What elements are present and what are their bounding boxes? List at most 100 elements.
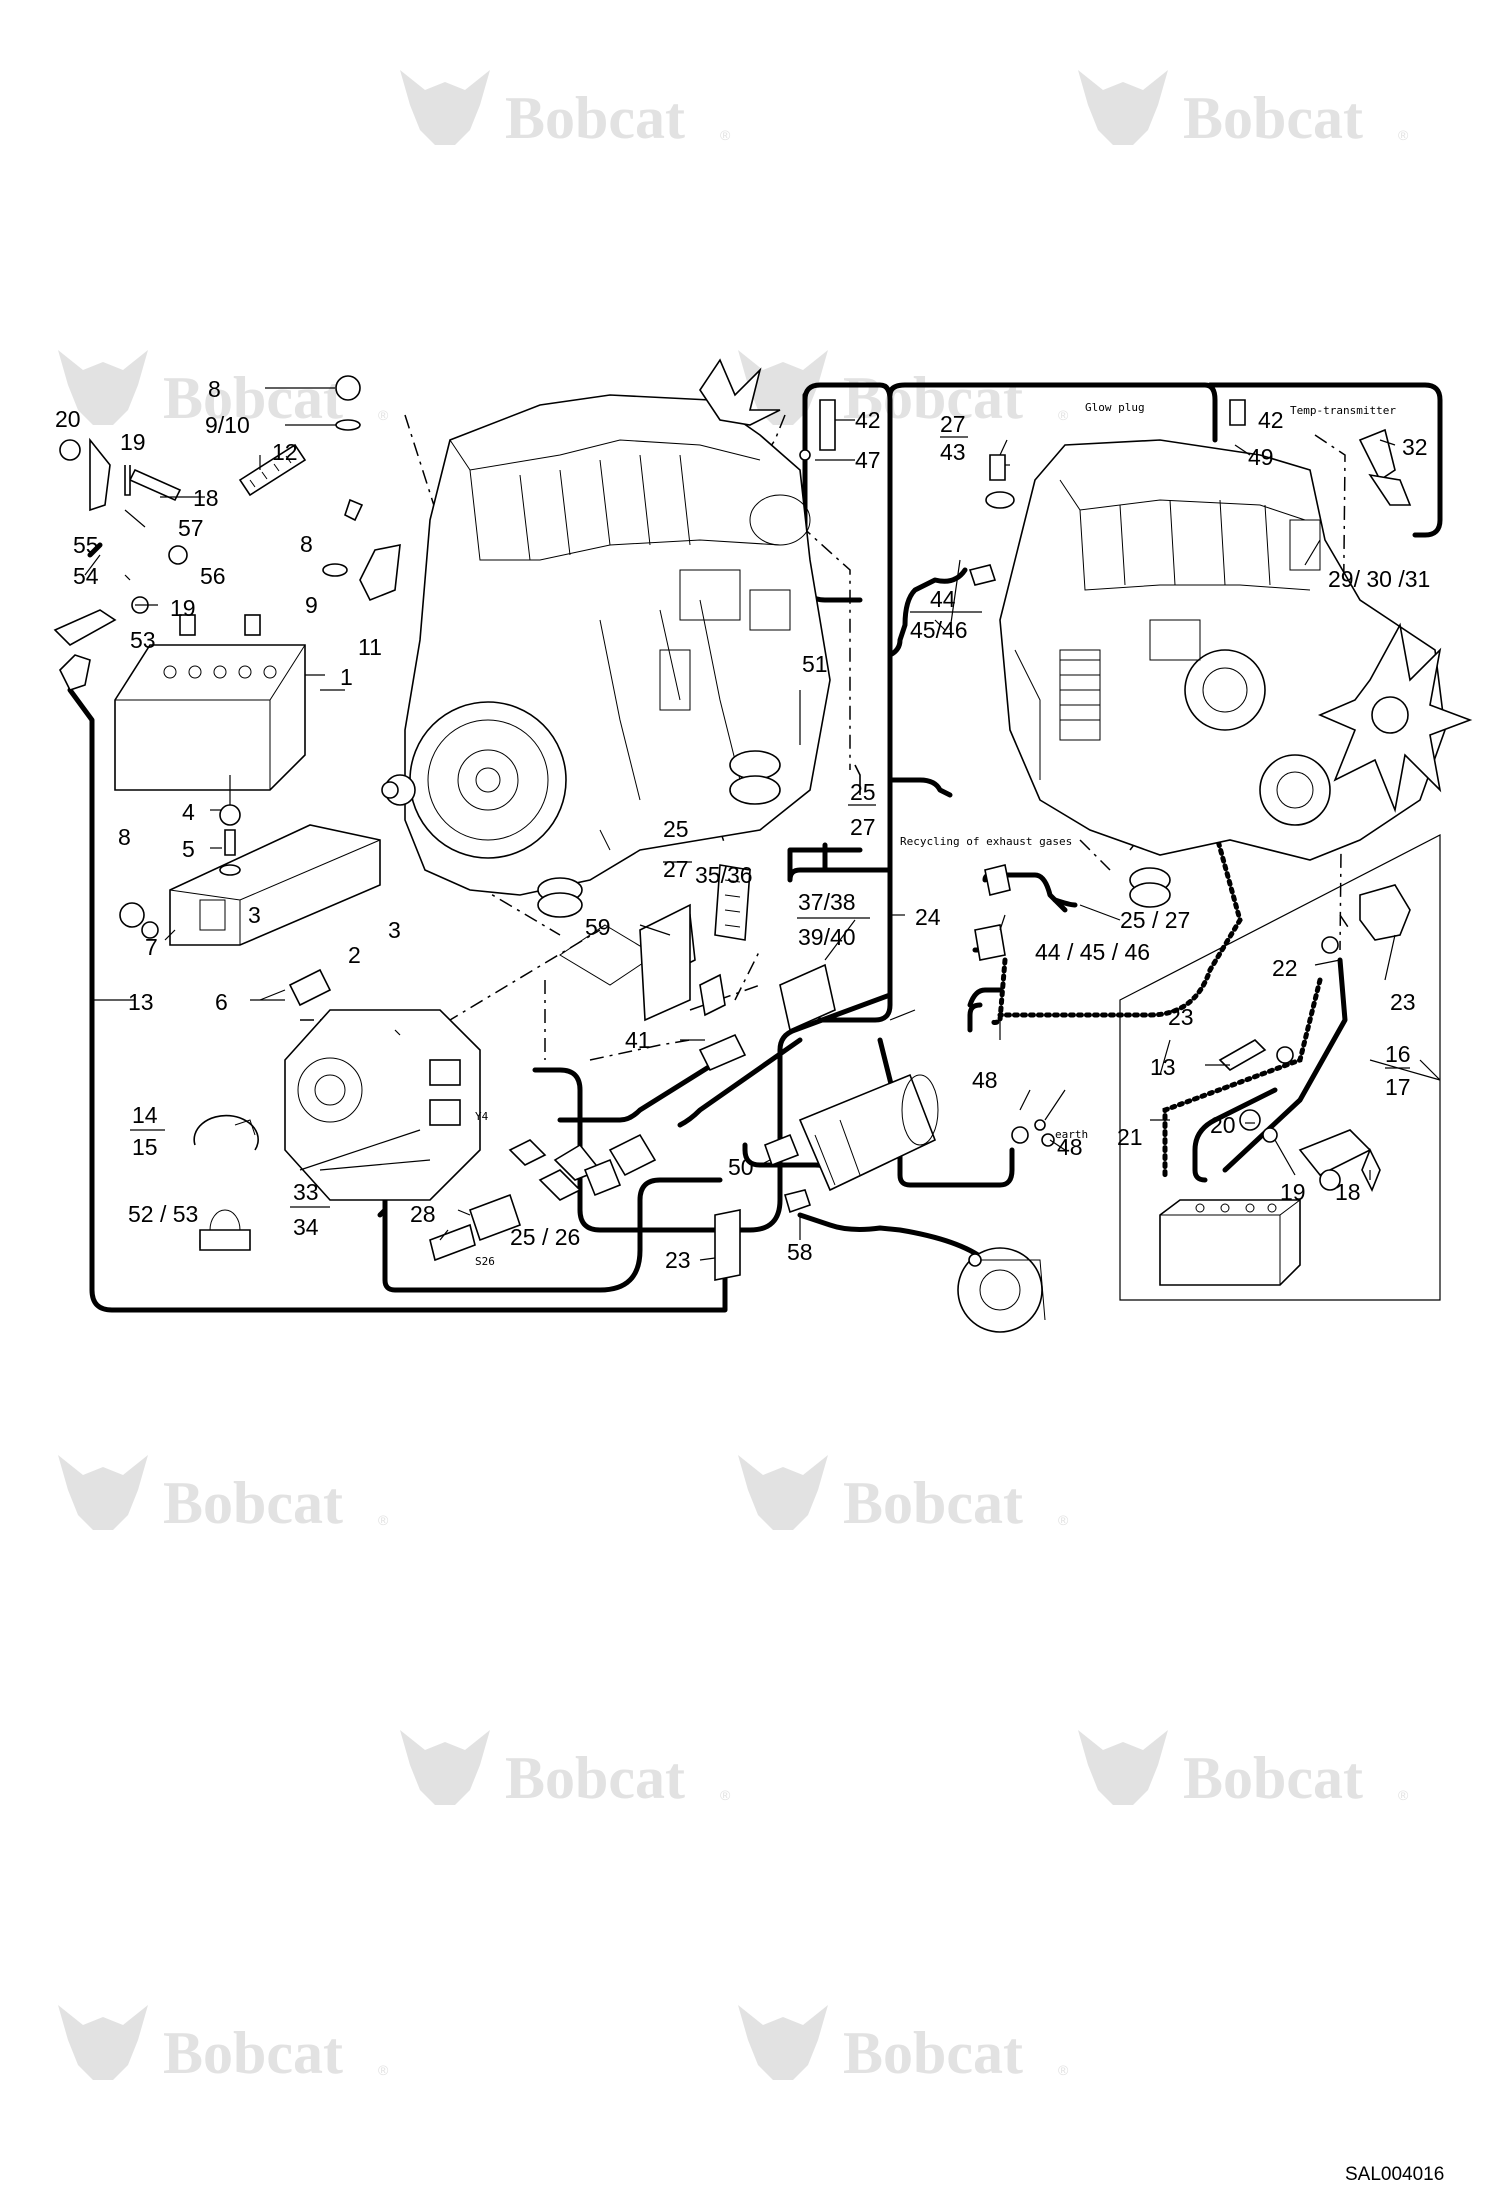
callout: 15 <box>132 1134 158 1160</box>
callout: 25 <box>663 816 689 842</box>
watermark: Bobcat ® <box>1078 1730 1409 1811</box>
callout: 44 <box>930 586 956 612</box>
watermark: Bobcat ® <box>738 2005 1069 2086</box>
callout: 44 / 45 / 46 <box>1035 939 1150 965</box>
callout: 2 <box>348 942 361 968</box>
branch-valve <box>557 1057 723 1123</box>
watermark: Bobcat ® <box>58 2005 389 2086</box>
callout: 21 <box>1117 1124 1143 1150</box>
fraction-bars <box>130 436 1410 1208</box>
clamp-16-17 <box>1298 1129 1372 1177</box>
watermark-text: Bobcat <box>843 1470 1023 1536</box>
callout: 20 <box>1210 1112 1236 1138</box>
pulley <box>1184 649 1266 731</box>
callout: 17 <box>1385 1074 1411 1100</box>
watermark: Bobcat ® <box>58 1455 389 1536</box>
callout: 54 <box>73 563 99 589</box>
branch-starter <box>677 1037 803 1128</box>
callout: 25 <box>850 779 876 805</box>
bobcat-logo-icon <box>58 350 148 425</box>
note-y4: Y4 <box>475 1110 489 1123</box>
watermark: Bobcat ® <box>400 70 731 151</box>
watermark: Bobcat ® <box>1078 70 1409 151</box>
glow-plug-42 <box>1229 399 1246 426</box>
watermark-text: Bobcat <box>163 365 343 431</box>
callout: 19 <box>170 595 196 621</box>
notes: Glow plug Temp-transmitter Recycling of … <box>475 401 1396 1268</box>
callout: 42 <box>855 407 881 433</box>
callout: 48 <box>972 1067 998 1093</box>
harness-top <box>887 382 1218 443</box>
flywheel <box>409 701 567 859</box>
pump <box>284 1009 481 1201</box>
callout: 23 <box>665 1247 691 1273</box>
callout: 3 <box>248 902 261 928</box>
note-recycling: Recycling of exhaust gases <box>900 835 1072 848</box>
right-top-parts <box>799 399 1412 1147</box>
callout: 7 <box>145 934 158 960</box>
callout: 8 <box>208 376 221 402</box>
callout: 41 <box>625 1027 651 1053</box>
figure-reference: SAL004016 <box>1345 2164 1444 2185</box>
callout: 11 <box>358 634 382 660</box>
bobcat-logo-icon <box>400 70 490 145</box>
svg-text:®: ® <box>720 1787 731 1803</box>
callout: 28 <box>410 1201 436 1227</box>
battery-cable-13 <box>67 687 728 1313</box>
harness-valve <box>382 1127 723 1293</box>
callout: 43 <box>940 439 966 465</box>
strap-12 <box>238 443 307 497</box>
callout: 14 <box>132 1102 158 1128</box>
watermark-text: Bobcat <box>505 1745 685 1811</box>
callout: 19 <box>1280 1179 1306 1205</box>
connector-44 <box>968 564 997 586</box>
bracket-59 <box>639 903 691 1022</box>
terminal-55 <box>89 437 111 512</box>
callout: 25 / 26 <box>510 1224 580 1250</box>
svg-text:®: ® <box>378 2062 389 2078</box>
callout: 13 <box>128 989 154 1015</box>
bobcat-logo-icon <box>58 1455 148 1530</box>
callout: 33 <box>293 1179 319 1205</box>
callout: 8 <box>118 824 131 850</box>
callout: 58 <box>787 1239 813 1265</box>
watermark-text: Bobcat <box>1183 1745 1363 1811</box>
watermark-text: Bobcat <box>843 2020 1023 2086</box>
terminal-23 <box>714 1209 741 1281</box>
engine-right <box>999 439 1473 908</box>
bobcat-logo-icon <box>58 2005 148 2080</box>
callout: 59 <box>585 914 611 940</box>
battery-assembly <box>53 375 401 1007</box>
branch-48 <box>877 1037 1015 1188</box>
callout: 13 <box>1150 1054 1176 1080</box>
branch-45 <box>887 777 953 798</box>
cable-13-right <box>1192 1087 1278 1183</box>
svg-text:®: ® <box>720 127 731 143</box>
engine-left <box>381 358 831 918</box>
callout: 51 <box>802 651 828 677</box>
branch-left-1 <box>532 992 893 1233</box>
bobcat-logo-icon <box>738 2005 828 2080</box>
callout: 12 <box>272 439 298 465</box>
fan-blade <box>699 358 781 426</box>
callout: 24 <box>915 904 941 930</box>
callout: 35/36 <box>695 862 753 888</box>
note-s26: S26 <box>475 1255 495 1268</box>
relay-41 <box>698 1033 747 1072</box>
callout: 27 <box>663 856 689 882</box>
note-earth: earth <box>1055 1128 1088 1141</box>
callout: 22 <box>1272 955 1298 981</box>
battery <box>114 644 306 791</box>
callout: 45/46 <box>910 617 968 643</box>
terminal-23-detail <box>1359 884 1411 941</box>
callout: 49 <box>1248 444 1274 470</box>
watermark-text: Bobcat <box>843 365 1023 431</box>
note-temp-transmitter: Temp-transmitter <box>1290 404 1396 417</box>
bobcat-logo-icon <box>738 1455 828 1530</box>
watermark-text: Bobcat <box>163 2020 343 2086</box>
callout: 20 <box>55 406 81 432</box>
callout-labels: 8 9/10 20 19 12 18 55 57 54 56 8 9 11 19… <box>55 376 1430 1273</box>
connector-27-43 <box>989 454 1006 481</box>
callout: 16 <box>1385 1041 1411 1067</box>
